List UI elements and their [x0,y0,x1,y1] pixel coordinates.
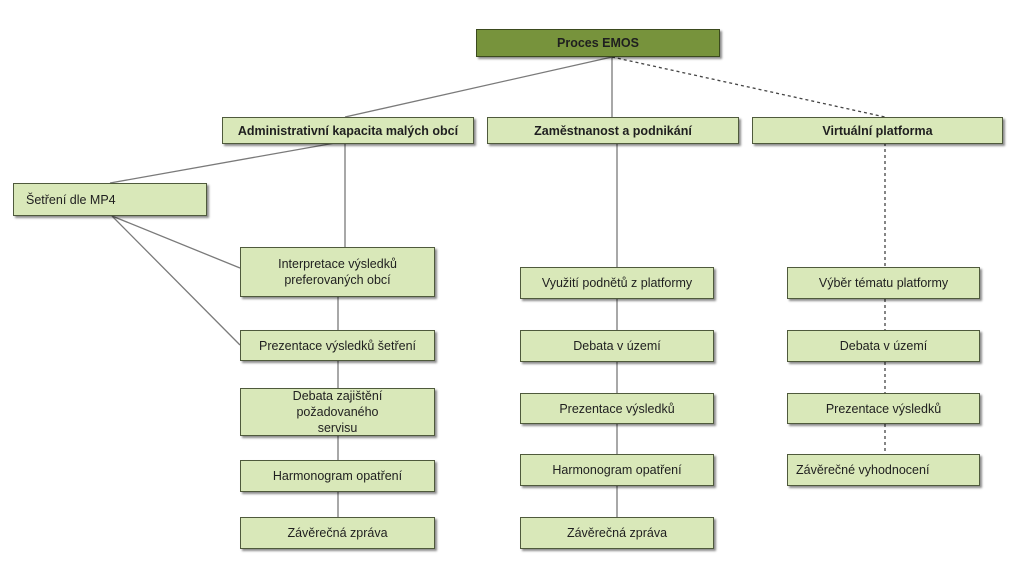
zamest-step-zaverecna: Závěrečná zpráva [520,517,714,549]
root-node: Proces EMOS [476,29,720,57]
branch-virt: Virtuální platforma [752,117,1003,144]
connector-setreni-interpretace [111,215,241,269]
connector-root-virt [611,56,886,118]
node-setreni: Šetření dle MP4 [13,183,207,216]
zamest-step-debata: Debata v území [520,330,714,362]
zamest-step-harmonogram: Harmonogram opatření [520,454,714,486]
zamest-step-prezentace: Prezentace výsledků [520,393,714,424]
admin-step-interpretace: Interpretace výsledků preferovaných obcí [240,247,435,297]
branch-zamest: Zaměstnanost a podnikání [487,117,739,144]
admin-step-zaverecna: Závěrečná zpráva [240,517,435,549]
branch-admin: Administrativní kapacita malých obcí [222,117,474,144]
admin-step-harmonogram: Harmonogram opatření [240,460,435,492]
admin-step-debata: Debata zajištění požadovaného servisu [240,388,435,436]
connector-admin-setreni [109,142,336,184]
zamest-step-vyuziti: Využití podnětů z platformy [520,267,714,299]
virt-step-vyber: Výběr tématu platformy [787,267,980,299]
admin-step-prezentace: Prezentace výsledků šetření [240,330,435,361]
virt-step-prezentace: Prezentace výsledků [787,393,980,424]
connector-root-admin [344,56,613,118]
virt-step-debata: Debata v území [787,330,980,362]
connector-setreni-prezentace [111,215,241,346]
virt-step-vyhodnoceni: Závěrečné vyhodnocení [787,454,980,486]
